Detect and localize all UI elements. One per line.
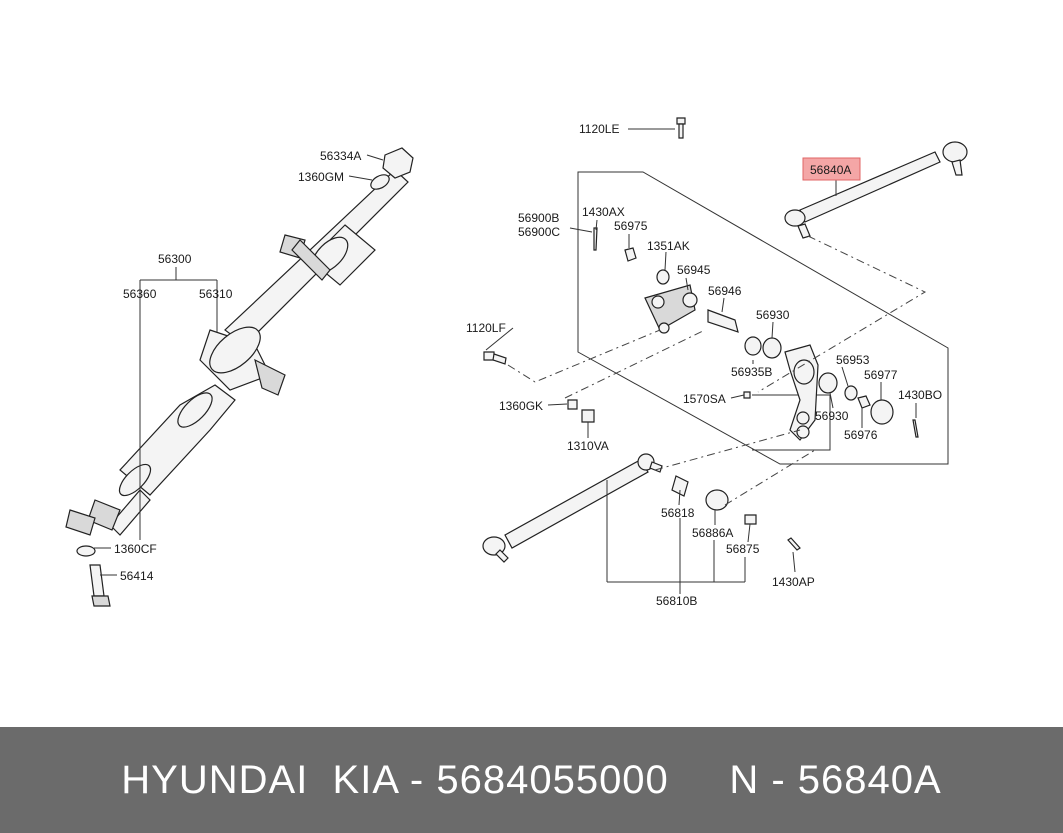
- drag-link-56840A: [784, 141, 968, 239]
- label-56976[interactable]: 56976: [844, 428, 878, 442]
- bolt-1120LE: [676, 117, 686, 139]
- label-1360GM[interactable]: 1360GM: [298, 170, 344, 184]
- label-56334A[interactable]: 56334A: [320, 149, 361, 163]
- label-56930-lower[interactable]: 56930: [815, 409, 849, 423]
- dash-line-3: [564, 329, 706, 399]
- label-1430AX[interactable]: 1430AX: [582, 205, 625, 219]
- label-1430BO[interactable]: 1430BO: [898, 388, 942, 402]
- leader-lines: [94, 128, 917, 594]
- assembly-inner-frame: [752, 394, 831, 451]
- steering-column: [65, 147, 414, 607]
- part-number-banner: HYUNDAI KIA - 5684055000 N - 56840A: [0, 727, 1063, 833]
- label-56875[interactable]: 56875: [726, 542, 760, 556]
- dash-line-1: [757, 235, 927, 393]
- steering-parts-diagram: 1120LE 56334A 1360GM 56840A 56300 56360 …: [65, 117, 968, 608]
- highlight-56840A: [802, 157, 861, 181]
- label-56840A[interactable]: 56840A: [810, 163, 851, 177]
- assembly-frame: [577, 171, 949, 465]
- label-1430AP[interactable]: 1430AP: [772, 575, 815, 589]
- label-56975[interactable]: 56975: [614, 219, 648, 233]
- label-56414[interactable]: 56414: [120, 569, 154, 583]
- label-56935B[interactable]: 56935B: [731, 365, 772, 379]
- label-1310VA[interactable]: 1310VA: [567, 439, 609, 453]
- label-56953[interactable]: 56953: [836, 353, 870, 367]
- label-1360CF[interactable]: 1360CF: [114, 542, 157, 556]
- label-56810B[interactable]: 56810B: [656, 594, 697, 608]
- label-56945[interactable]: 56945: [677, 263, 711, 277]
- label-56900C[interactable]: 56900C: [518, 225, 560, 239]
- part-number-text: HYUNDAI KIA - 5684055000 N - 56840A: [121, 757, 942, 802]
- label-56360[interactable]: 56360: [123, 287, 157, 301]
- dash-line-2: [507, 329, 661, 383]
- label-56886A[interactable]: 56886A: [692, 526, 733, 540]
- label-56300[interactable]: 56300: [158, 252, 192, 266]
- center-link: [482, 453, 729, 563]
- label-56946[interactable]: 56946: [708, 284, 742, 298]
- label-56977[interactable]: 56977: [864, 368, 898, 382]
- small-fasteners: [483, 351, 801, 551]
- label-1120LF[interactable]: 1120LF: [466, 321, 506, 335]
- label-1360GK[interactable]: 1360GK: [499, 399, 543, 413]
- dash-line-4: [654, 429, 801, 471]
- label-56310[interactable]: 56310: [199, 287, 233, 301]
- label-56930-upper[interactable]: 56930: [756, 308, 790, 322]
- label-56900B[interactable]: 56900B: [518, 211, 559, 225]
- label-56818[interactable]: 56818: [661, 506, 695, 520]
- idler-arm-assembly: [593, 227, 919, 441]
- label-1570SA[interactable]: 1570SA: [683, 392, 726, 406]
- label-1351AK[interactable]: 1351AK: [647, 239, 690, 253]
- label-1120LE[interactable]: 1120LE: [579, 122, 619, 136]
